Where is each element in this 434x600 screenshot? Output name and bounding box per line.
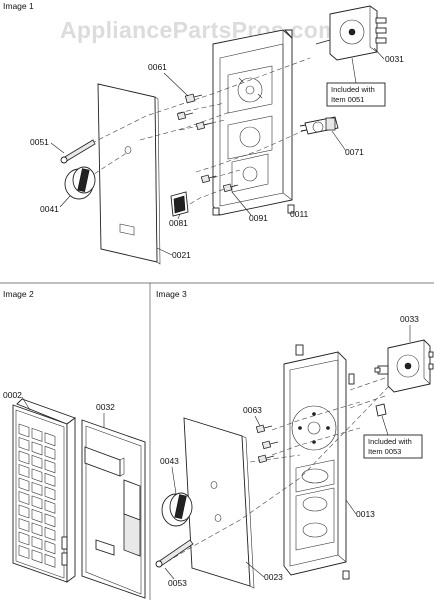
image3-assembly: Included with Item 0053 0033 0063 0043 0…	[155, 314, 434, 589]
keypad-key	[44, 445, 56, 460]
keypad-key	[31, 481, 43, 496]
screw-0061-a	[184, 93, 203, 104]
note-included-0053: Included with Item 0053	[363, 415, 423, 459]
image2-assembly: 0002 0032	[3, 390, 146, 599]
label-0002: 0002	[3, 390, 22, 400]
screw-0063-b	[261, 440, 279, 450]
label-0061: 0061	[148, 62, 167, 72]
label-0013: 0013	[356, 509, 375, 519]
membrane-board-0032	[81, 419, 146, 599]
shaft-0051	[60, 139, 96, 164]
keypad-key	[44, 486, 56, 501]
keypad-key	[31, 549, 43, 564]
switch-0081	[170, 191, 189, 217]
keypad-key	[31, 468, 43, 483]
keypad-key	[18, 423, 30, 438]
screw-0091	[222, 183, 239, 193]
label-0063: 0063	[243, 405, 262, 415]
screw-0061-c	[195, 121, 213, 131]
keypad-key	[44, 459, 56, 474]
screw-0061-d	[200, 174, 217, 184]
keypad-key	[18, 491, 30, 505]
keypad-key	[31, 454, 43, 469]
keypad-key	[18, 464, 30, 478]
keypad-key	[44, 499, 56, 514]
keypad-key	[31, 508, 43, 523]
keypad-key	[31, 522, 43, 537]
front-plate-0021	[97, 83, 161, 265]
keypad-key	[31, 441, 43, 456]
touchpad-frame-0002	[12, 398, 76, 583]
label-0051: 0051	[30, 137, 49, 147]
label-0021: 0021	[172, 250, 191, 260]
panel-title-image3: Image 3	[156, 289, 187, 299]
keypad-key	[44, 540, 56, 555]
clip-part	[375, 403, 387, 417]
front-plate-0023	[183, 417, 255, 589]
screw-0063-c	[257, 454, 275, 464]
keypad-key	[31, 427, 43, 442]
switch-0071	[299, 116, 339, 135]
label-0011: 0011	[290, 209, 309, 219]
label-0031: 0031	[385, 54, 404, 64]
note-included-0051-line1: Included with	[331, 85, 375, 94]
keypad-key	[31, 495, 43, 510]
knob-0041	[64, 166, 96, 200]
note-included-0051-line2: Item 0051	[331, 95, 364, 104]
label-0071: 0071	[345, 147, 364, 157]
keypad-key	[44, 553, 56, 568]
keypad-key	[18, 518, 30, 532]
shaft-0053	[155, 539, 194, 568]
keypad-key	[18, 477, 30, 492]
keypad-key	[44, 472, 56, 487]
timer-0031	[315, 5, 387, 61]
label-0041: 0041	[40, 204, 59, 214]
label-0032: 0032	[96, 402, 115, 412]
keypad-key	[44, 432, 56, 447]
keypad-key	[44, 513, 56, 528]
watermark: AppliancePartsPros.com	[60, 17, 339, 43]
note-included-0051: Included with Item 0051	[326, 57, 386, 107]
knob-0043	[161, 492, 193, 527]
keypad-key	[18, 531, 30, 546]
label-0091: 0091	[249, 213, 268, 223]
keypad-grid	[18, 423, 56, 568]
panel-title-image1: Image 1	[3, 1, 34, 11]
keypad-key	[18, 545, 30, 559]
label-0081: 0081	[169, 218, 188, 228]
label-0023: 0023	[264, 572, 283, 582]
screw-0061-b	[176, 111, 194, 121]
keypad-key	[18, 437, 30, 451]
note-included-0053-line1: Included with	[368, 437, 412, 446]
panel-title-image2: Image 2	[3, 289, 34, 299]
control-bracket-0013	[283, 344, 355, 580]
note-included-0053-line2: Item 0053	[368, 447, 401, 456]
keypad-key	[18, 504, 30, 519]
label-0053: 0053	[168, 578, 187, 588]
keypad-key	[44, 526, 56, 541]
keypad-key	[18, 450, 30, 465]
image1-assembly: Included with Item 0051 0031 0061 0051 0…	[30, 5, 404, 265]
timer-0033	[374, 339, 434, 393]
label-0033: 0033	[400, 314, 419, 324]
keypad-key	[31, 535, 43, 550]
screw-0063-a	[255, 424, 273, 434]
label-0043: 0043	[160, 456, 179, 466]
control-bracket-0011	[212, 29, 295, 216]
